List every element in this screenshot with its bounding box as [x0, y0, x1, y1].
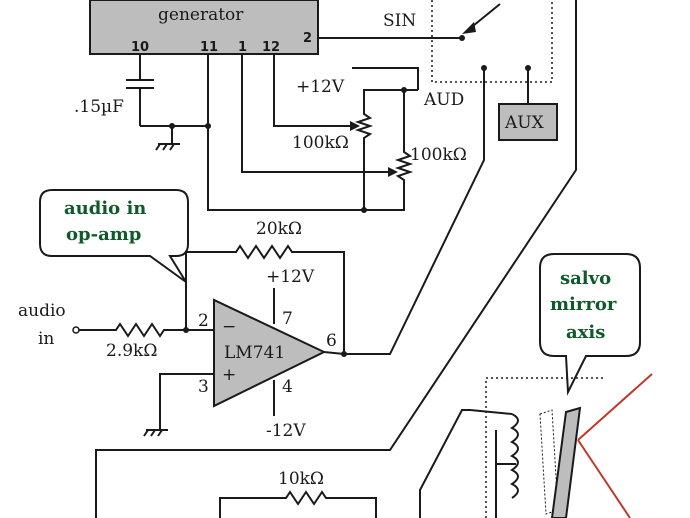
generator-pin-12: 12: [262, 40, 280, 55]
pot1-label: 100kΩ: [292, 133, 349, 153]
r-feedback-label: 20kΩ: [256, 219, 302, 239]
cap-label: .15µF: [74, 97, 124, 117]
callout-galvo-line2: mirror: [550, 294, 617, 315]
callout-audio-line1: audio in: [64, 198, 146, 219]
r-bottom-resistor: [219, 490, 377, 518]
opamp-name: LM741: [224, 343, 285, 363]
opamp-pin-7: 7: [282, 309, 293, 329]
r-bottom-label: 10kΩ: [278, 469, 324, 489]
switch-arrow: [462, 22, 476, 34]
opamp-pin-2: 2: [198, 311, 209, 331]
callout-galvo-line1: salvo: [560, 268, 611, 289]
generator-pin-10: 10: [131, 40, 149, 55]
wire-plus12-pots: [363, 89, 418, 110]
pot1-wiper-arrow: [350, 121, 360, 131]
galvo-mirror: [550, 406, 582, 518]
switch-enclosure: [431, 0, 553, 83]
minus12-opamp-label: -12V: [266, 421, 306, 441]
r-input-label: 2.9kΩ: [106, 341, 157, 361]
opamp-minus: −: [222, 317, 236, 337]
galvo-coil: [469, 409, 519, 518]
wire-aud-down: [343, 68, 485, 355]
callout-audio-line2: op-amp: [66, 224, 141, 245]
wire-pin1: [241, 54, 396, 173]
pot2-label: 100kΩ: [410, 145, 467, 165]
aud-label: AUD: [423, 90, 464, 110]
ground-symbol-1: [155, 126, 180, 151]
sin-node: [459, 35, 465, 41]
audio-in-terminal[interactable]: [72, 326, 80, 334]
pot2-wiper-arrow: [388, 167, 398, 177]
generator-label: generator: [158, 5, 244, 25]
ground-symbol-2: [143, 429, 168, 437]
callout-galvo-line3: axis: [566, 322, 605, 343]
wire-pin12: [273, 54, 358, 127]
opamp-triangle: [213, 298, 327, 408]
opamp-plus: +: [222, 365, 236, 385]
aux-box: [498, 103, 558, 141]
opamp-pin-4: 4: [282, 377, 293, 397]
pot2-resistor: [394, 148, 414, 186]
generator-pin-11: 11: [200, 40, 218, 55]
generator-pin-2: 2: [303, 31, 312, 46]
audio-in-label-1: audio: [18, 301, 66, 321]
opamp-pin-3: 3: [198, 377, 209, 397]
laser-beam-2: [577, 439, 631, 518]
audio-in-label-2: in: [38, 329, 54, 349]
wire-noninv: [159, 373, 214, 430]
wire-output: [323, 351, 345, 355]
opamp-pin-6: 6: [326, 331, 337, 351]
callout-audio-opamp: [39, 189, 189, 283]
wire-aux-down: [95, 0, 577, 518]
wire-pin11: [207, 54, 405, 211]
wire-feedback: [185, 244, 345, 354]
plus12-top-label: +12V: [296, 77, 345, 97]
generator-block: [89, 0, 319, 55]
wire-galvo: [419, 409, 470, 518]
plus12-opamp-label: +12V: [266, 267, 315, 287]
sin-label: SIN: [383, 11, 416, 31]
wire-plus12-top: [352, 67, 419, 90]
galvo-enclosure: [485, 377, 604, 518]
aux-label: AUX: [504, 113, 545, 133]
r-input-resistor: [79, 322, 186, 338]
pot1-bottom-node: [361, 207, 367, 213]
generator-pin-1: 1: [238, 40, 247, 55]
callout-galvo: [539, 253, 641, 396]
pot1-resistor: [354, 110, 374, 210]
laser-beam-1: [577, 373, 653, 441]
